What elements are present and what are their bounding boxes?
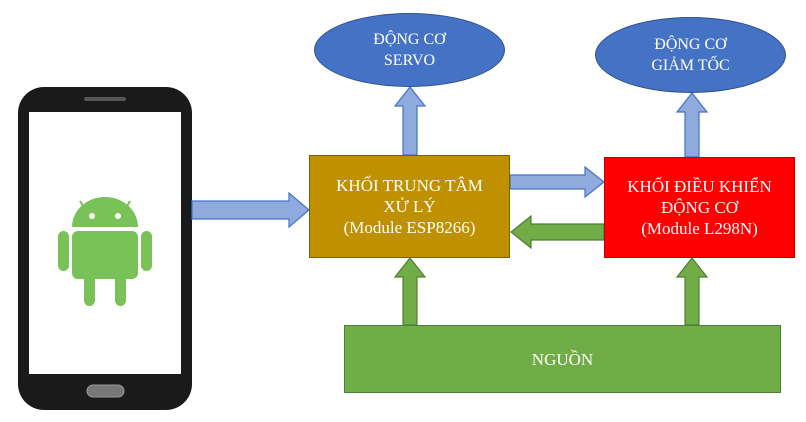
arrow-phone-to-cpu: [191, 191, 310, 229]
arrow-driver-to-cpu: [510, 214, 605, 250]
arrow-power-to-cpu: [393, 257, 427, 326]
arrow-driver-to-gearmotor: [675, 92, 709, 158]
motor-driver-block: KHỐI ĐIỀU KHIỂN ĐỘNG CƠ (Module L298N): [604, 157, 795, 258]
arrow-power-to-driver: [675, 257, 709, 326]
servo-line-2: SERVO: [383, 52, 436, 69]
power-label: NGUỒN: [531, 349, 594, 369]
cpu-line-1: KHỐI TRUNG TÂM: [336, 176, 483, 195]
driver-line-2: ĐỘNG CƠ: [661, 198, 738, 217]
gearmotor-line-1: ĐỘNG CƠ: [654, 36, 727, 53]
arrow-cpu-to-driver: [509, 165, 605, 199]
servo-line-1: ĐỘNG CƠ: [373, 31, 446, 48]
power-block: NGUỒN: [344, 325, 781, 393]
cpu-block: KHỐI TRUNG TÂM XỬ LÝ (Module ESP8266): [309, 155, 510, 258]
driver-line-3: (Module L298N): [641, 219, 758, 238]
android-robot-icon: [58, 197, 152, 306]
arrow-cpu-to-servo: [393, 86, 427, 156]
gear-motor-node: ĐỘNG CƠ GIẢM TỐC: [595, 17, 786, 93]
servo-motor-node: ĐỘNG CƠ SERVO: [314, 13, 505, 87]
gearmotor-line-2: GIẢM TỐC: [651, 57, 730, 74]
driver-line-1: KHỐI ĐIỀU KHIỂN: [627, 177, 772, 196]
cpu-line-3: (Module ESP8266): [343, 218, 476, 237]
cpu-line-2: XỬ LÝ: [383, 197, 436, 216]
